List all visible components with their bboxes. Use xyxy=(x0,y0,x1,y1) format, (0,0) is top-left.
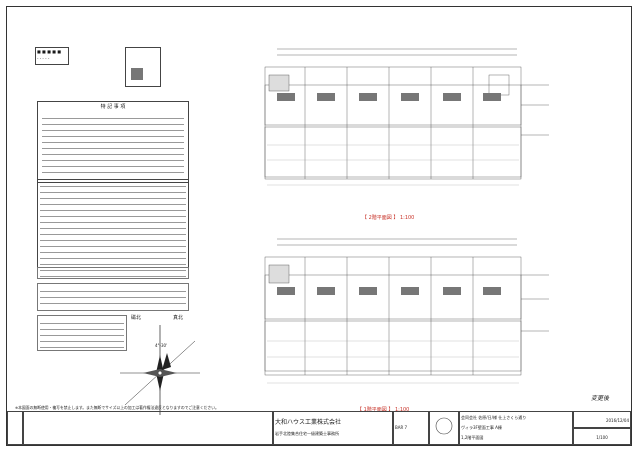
drawing-scale: 1/100 xyxy=(596,435,608,440)
legend-small-b xyxy=(37,283,189,311)
project-subtitle: ヴィラ3F壁面工事 A棟 xyxy=(461,425,502,430)
drawing-date: 2016/12/04 xyxy=(605,418,629,423)
footer-note: ※本図面の無断使用・複写を禁止します。また無断でサイズ以上の加工は著作権法違反と… xyxy=(15,405,219,410)
title-block-stamp xyxy=(429,411,459,445)
key-plan xyxy=(125,47,161,87)
title-block-small: ■ ■ ■ ■ ■ - - - - - xyxy=(35,47,69,65)
upper-plan-title: 【 2階平面図 】 1:100 xyxy=(362,215,415,221)
legend-small-a xyxy=(37,267,189,279)
lower-plan-title: 【 1階平面図 】 1:100 xyxy=(357,407,410,413)
handwritten-note: 変更後 xyxy=(591,395,610,402)
title-block-company: 大和ハウス工業株式会社 岩手北陸集合住宅一級建築士事務所 xyxy=(273,411,393,445)
approval-stamp-icon xyxy=(435,417,453,435)
compass-angle: 4°-30' xyxy=(155,343,168,348)
drawing-name: 1,2階平面図 xyxy=(461,435,484,440)
title-block-sheet: BAR 7 xyxy=(393,411,429,445)
specification-notes: 特 記 事 項 xyxy=(37,101,189,183)
title-block-scale: 1/100 xyxy=(573,428,631,445)
company-name: 大和ハウス工業株式会社 xyxy=(275,419,342,426)
upper-floor-plan xyxy=(264,48,549,186)
legend-table xyxy=(37,179,189,279)
company-branch: 岩手北陸集合住宅一級建築士事務所 xyxy=(275,431,339,436)
legend-small-c xyxy=(37,315,127,351)
compass-true-north-label: 真北 xyxy=(173,315,184,321)
notes-heading: 特 記 事 項 xyxy=(100,104,126,110)
title-block-left xyxy=(7,411,23,445)
drawing-sheet: ■ ■ ■ ■ ■ - - - - - 特 記 事 項 xyxy=(6,6,632,446)
title-block-date: 2016/12/04 xyxy=(573,411,631,428)
project-title: 会同会社 佐原/日/様 仕上さくら通り xyxy=(461,415,527,420)
compass-north-label: 磁北 xyxy=(131,315,142,321)
compass-rose-icon xyxy=(120,325,200,415)
sheet-number: BAR 7 xyxy=(395,425,408,430)
title-block-revisions xyxy=(23,411,273,445)
title-block-project: 会同会社 佐原/日/様 仕上さくら通り ヴィラ3F壁面工事 A棟 1,2階平面図 xyxy=(459,411,573,445)
lower-floor-plan xyxy=(264,238,549,384)
